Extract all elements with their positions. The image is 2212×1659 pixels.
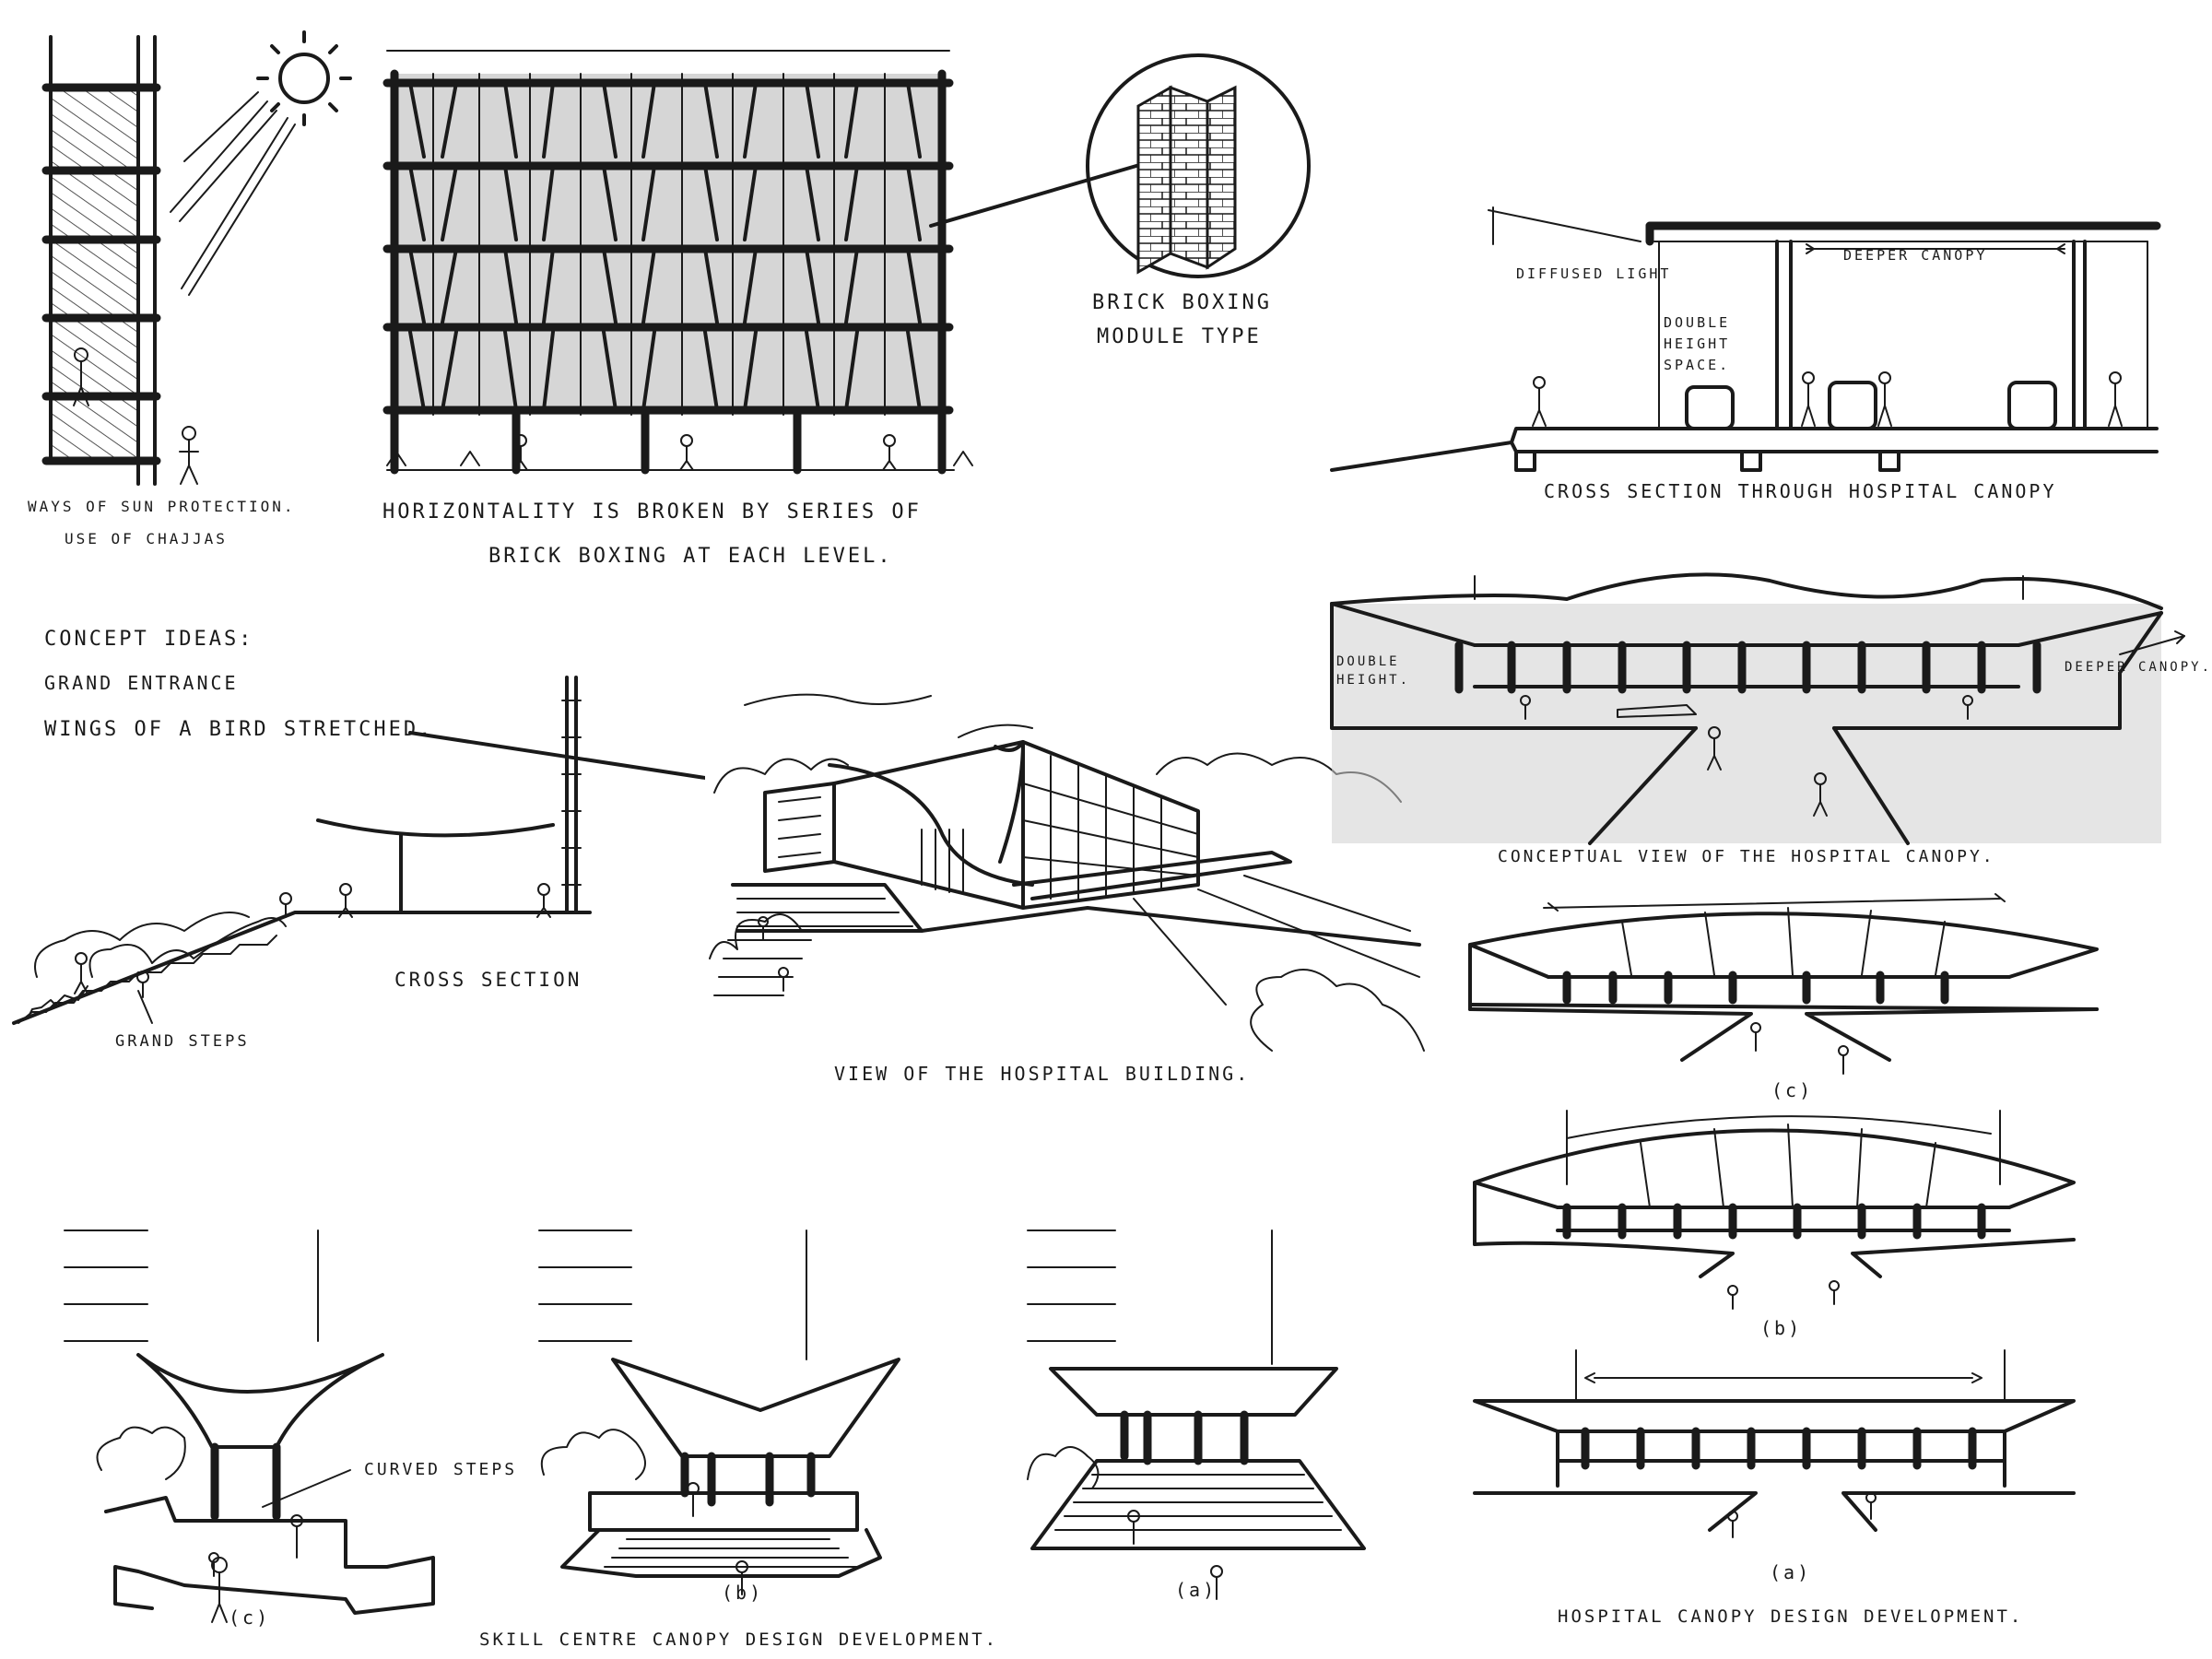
grand-steps-label: GRAND STEPS [115,1032,250,1051]
hospital-building-perspective: VIEW OF THE HOSPITAL BUILDING. [705,691,1425,1085]
sun-protection-line1: WAYS OF SUN PROTECTION. [28,498,296,515]
sun-protection-line2: USE OF CHAJJAS [65,530,228,547]
canopy-cross-section: DIFFUSED LIGHT DEEPER CANOPY DOUBLE HEIG… [1330,206,2161,502]
canopy-section-caption: CROSS SECTION THROUGH HOSPITAL CANOPY [1544,480,2057,502]
double-height-label-2: HEIGHT [1664,335,1730,352]
person-figure [74,883,551,998]
person-figure [758,916,789,992]
conceptual-canopy-view: DOUBLE HEIGHT. DEEPER CANOPY. CONCEPTUAL… [1330,572,2212,866]
concept-line3: WINGS OF A BIRD STRETCHED. [44,718,433,741]
hospital-canopy-option-c: (c) [1468,893,2099,1101]
skill-option-b-label: (b) [722,1582,763,1604]
facade-caption-line1: HORIZONTALITY IS BROKEN BY SERIES OF [382,500,922,524]
double-height-label-3: SPACE. [1664,357,1730,373]
skill-option-a-label: (a) [1175,1579,1217,1601]
person-figure [208,1514,303,1623]
hospital-canopy-option-b: (b) [1473,1110,2076,1339]
sun-protection-sketch: WAYS OF SUN PROTECTION. USE OF CHAJJAS [28,30,352,547]
skill-centre-option-a: (a) [1027,1230,1366,1601]
person-figure [1727,1280,1840,1310]
person-figure [687,1482,748,1595]
hospital-view-caption: VIEW OF THE HOSPITAL BUILDING. [834,1063,1250,1085]
skill-option-c-label: (c) [229,1606,270,1629]
hospital-option-b-label: (b) [1760,1317,1802,1339]
concept-line2: GRAND ENTRANCE [44,672,239,694]
skill-centre-option-b: (b) [538,1230,900,1604]
person-figure [1520,695,1973,817]
entrance-cross-section: GRAND STEPS CROSS SECTION [12,676,592,1051]
person-figure [1750,1022,1849,1075]
hospital-canopy-option-a: (a) HOSPITAL CANOPY DESIGN DEVELOPMENT. [1473,1349,2076,1627]
brick-module-detail: BRICK BOXING MODULE TYPE [1086,53,1311,348]
entrance-cross-section-label: CROSS SECTION [394,969,582,991]
skill-centre-caption: SKILL CENTRE CANOPY DESIGN DEVELOPMENT. [479,1630,998,1650]
person-figure [73,347,199,485]
conceptual-deeper-canopy-label: DEEPER CANOPY. [2065,660,2212,675]
person-figure [386,434,973,471]
curved-steps-label: CURVED STEPS [364,1460,517,1479]
concept-line1: CONCEPT IDEAS: [44,628,253,651]
sun-icon [256,30,352,126]
deeper-canopy-label: DEEPER CANOPY [1843,247,1987,264]
hospital-option-a-label: (a) [1770,1561,1811,1583]
brick-boxing-facade-sketch: HORIZONTALITY IS BROKEN BY SERIES OF BRI… [382,50,1154,568]
skill-centre-option-c: CURVED STEPS (c) [64,1230,517,1629]
diffused-light-label: DIFFUSED LIGHT [1516,265,1671,282]
concept-ideas-notes: CONCEPT IDEAS: GRAND ENTRANCE WINGS OF A… [44,628,864,804]
car-icon [2007,381,2057,430]
person-figure [1127,1510,1223,1600]
hospital-dev-caption: HOSPITAL CANOPY DESIGN DEVELOPMENT. [1558,1606,2023,1627]
hospital-option-c-label: (c) [1771,1079,1813,1101]
person-figure [1727,1492,1877,1538]
brick-module-line1: BRICK BOXING [1092,291,1272,314]
person-figure [1532,371,2123,427]
double-height-label-1: DOUBLE [1664,314,1730,331]
car-icon [1685,385,1735,430]
conceptual-double-label-2: HEIGHT. [1336,673,1410,688]
conceptual-double-label-1: DOUBLE [1336,654,1400,669]
brick-module-icon [1136,85,1237,275]
brick-module-line2: MODULE TYPE [1097,325,1262,348]
facade-caption-line2: BRICK BOXING AT EACH LEVEL. [488,545,893,568]
car-icon [1828,381,1877,430]
conceptual-view-caption: CONCEPTUAL VIEW OF THE HOSPITAL CANOPY. [1498,847,1995,866]
car-icon [1617,704,1697,718]
